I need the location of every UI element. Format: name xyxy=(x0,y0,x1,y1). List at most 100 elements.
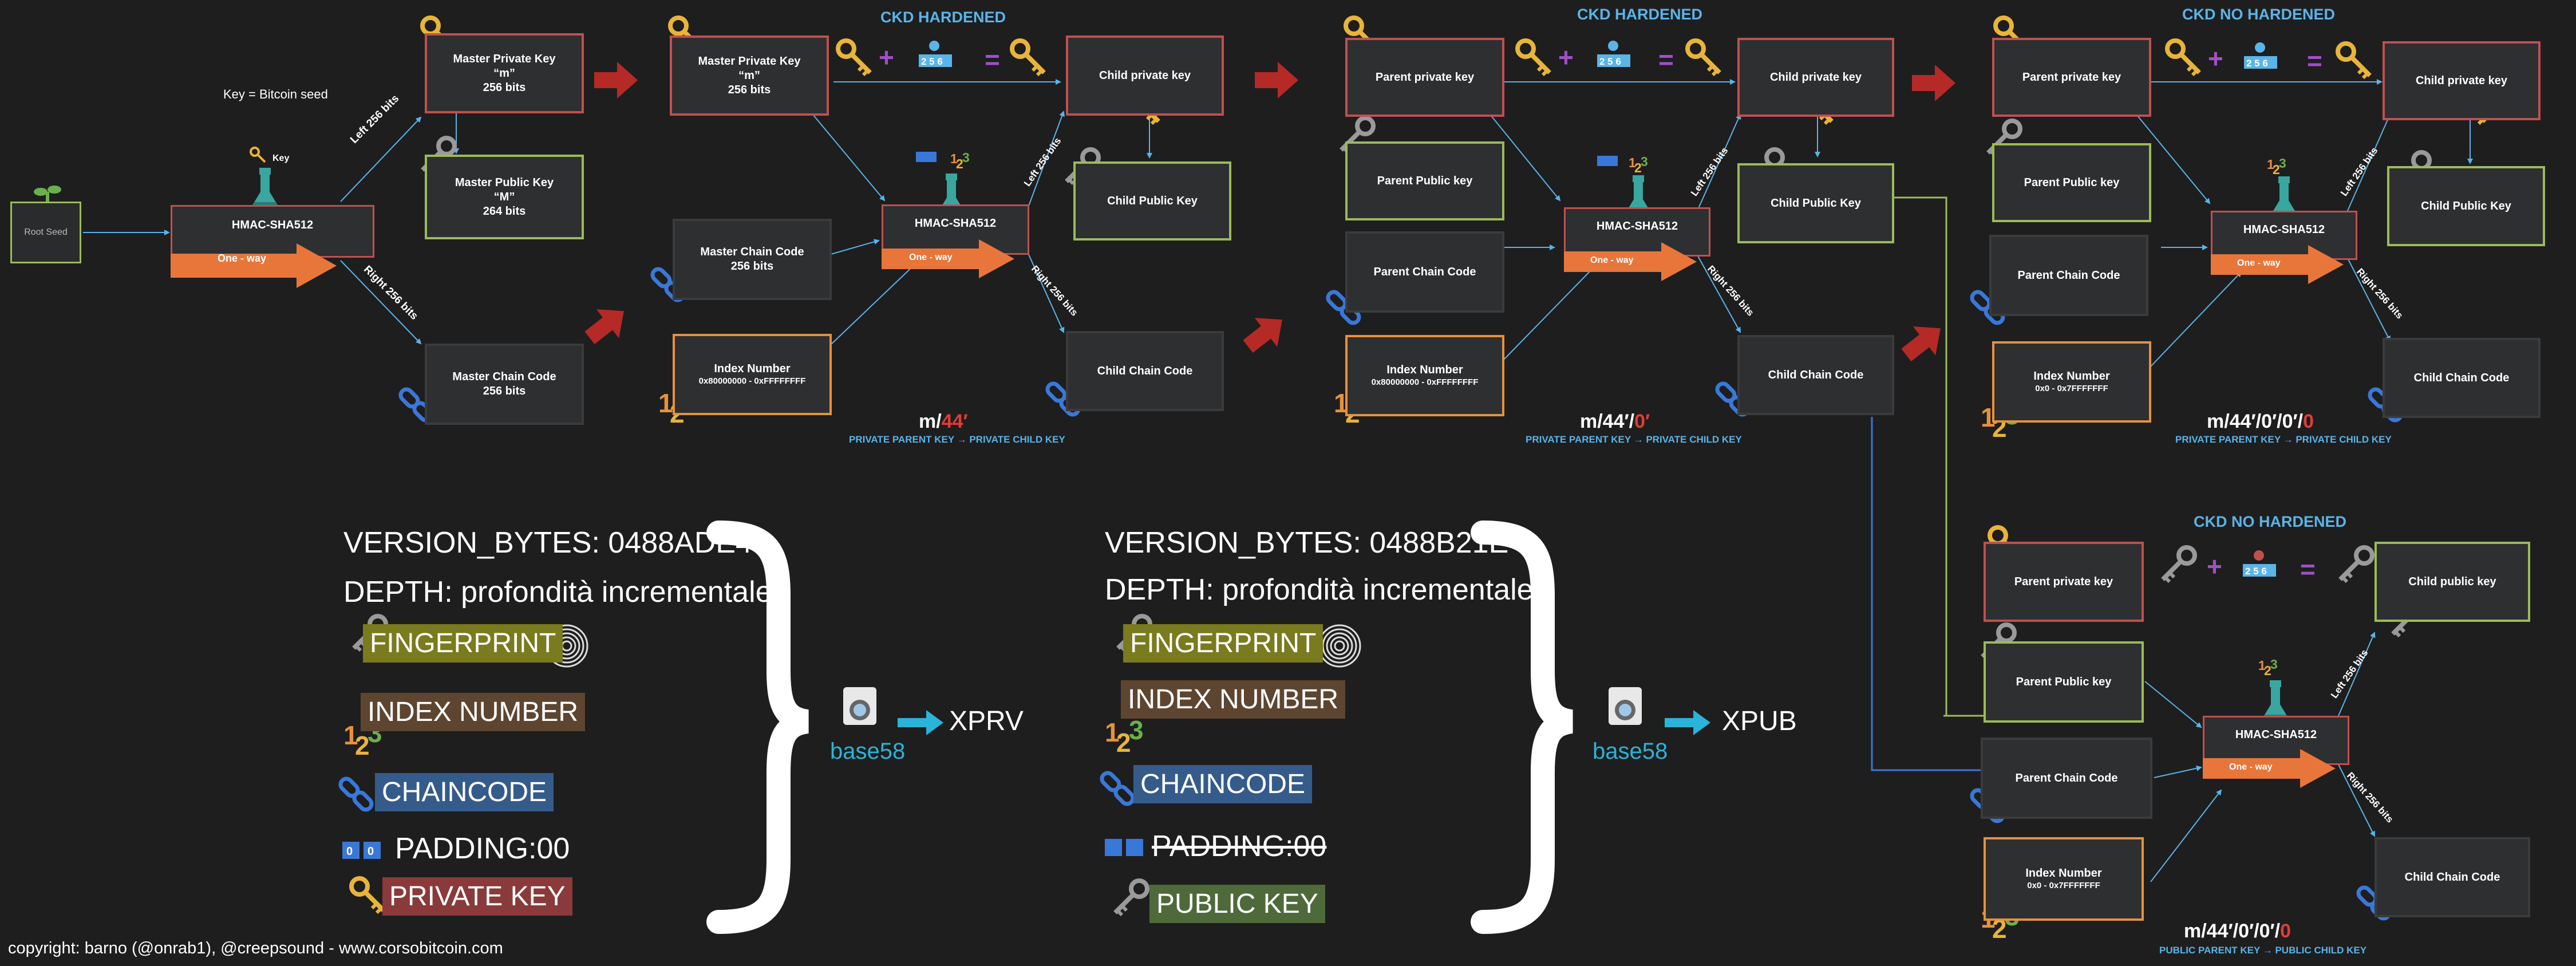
xpub-padding-struck: PADDING:00 xyxy=(1152,830,1327,863)
xprv-chaincode-tag: CHAINCODE xyxy=(375,773,554,811)
b3-child-private-label: Child private key xyxy=(2415,74,2508,87)
icons: + 2 5 6 = + 2 5 6 = xyxy=(34,18,2486,944)
hmac-label: HMAC-SHA512 xyxy=(231,219,314,231)
svg-text:=: = xyxy=(2307,46,2322,76)
path-pub-caption: PUBLIC PARENT KEY → PUBLIC CHILD KEY xyxy=(2159,945,2367,956)
b3-parent-chain-box: Parent Chain Code xyxy=(1989,235,2148,316)
b1-index-range: 0x80000000 - 0xFFFFFFFF xyxy=(698,376,806,387)
one-way-label: One - way xyxy=(218,253,267,264)
master-public-bits: 264 bits xyxy=(483,204,526,218)
b2-child-public-box: Child Public Key xyxy=(1737,163,1894,243)
master-public-symbol: “M” xyxy=(493,190,515,203)
xpub-depth: DEPTH: profondità incrementale xyxy=(1105,573,1534,606)
ckd-hardened-title-1: CKD HARDENED xyxy=(880,9,1006,26)
b4-parent-private-label: Parent private key xyxy=(2014,575,2113,588)
b2-child-chain-label: Child Chain Code xyxy=(1768,368,1864,381)
path-m44-caption: PRIVATE PARENT KEY → PRIVATE CHILD KEY xyxy=(849,434,1065,445)
b4-index-range: 0x0 - 0x7FFFFFFF xyxy=(2027,881,2100,891)
master-private-key-box: Master Private Key“m”256 bits xyxy=(425,33,584,113)
xprv-index-tag: INDEX NUMBER xyxy=(361,693,586,731)
path-m44-0-caption: PRIVATE PARENT KEY → PRIVATE CHILD KEY xyxy=(1526,434,1742,445)
b3-index-title: Index Number xyxy=(2033,370,2110,383)
b3-parent-public-label: Parent Public key xyxy=(2024,176,2120,189)
path-m44-prefix: m/ xyxy=(919,411,942,432)
b3-one-way-arrow xyxy=(2211,245,2344,284)
master-private-symbol: “m” xyxy=(493,66,515,80)
b3-child-chain-label: Child Chain Code xyxy=(2413,371,2510,384)
ckd-hardened-title-2: CKD HARDENED xyxy=(1577,6,1703,23)
b4-one-way-label: One - way xyxy=(2229,762,2273,772)
svg-text:=: = xyxy=(2300,554,2316,584)
xprv-output: XPRV xyxy=(949,706,1024,736)
master-chain-title: Master Chain Code xyxy=(452,370,556,383)
master-private-title: Master Private Key xyxy=(453,52,556,65)
svg-text:=: = xyxy=(985,45,1000,74)
b4-one-way-arrow xyxy=(2203,749,2336,788)
b3-child-chain-box: Child Chain Code xyxy=(2383,338,2541,418)
path-m44: m/44′ xyxy=(919,411,968,433)
b2-parent-chain-box: Parent Chain Code xyxy=(1345,231,1504,313)
xprv-fingerprint-tag: FINGERPRINT xyxy=(363,624,563,663)
b4-parent-chain-label: Parent Chain Code xyxy=(2015,771,2118,784)
b2-parent-public-label: Parent Public key xyxy=(1377,174,1473,187)
b1-hmac-label: HMAC-SHA512 xyxy=(914,217,997,230)
master-public-title: Master Public Key xyxy=(455,176,554,189)
b3-child-public-box: Child Public Key xyxy=(2387,166,2545,246)
svg-text:2 5 6: 2 5 6 xyxy=(921,56,943,67)
b2-parent-private-box: Parent private key xyxy=(1345,38,1504,117)
path-m44-0-prefix: m/44′/ xyxy=(1580,411,1635,432)
xprv-version: VERSION_BYTES: 0488ADE4 xyxy=(343,526,752,559)
master-private-bits: 256 bits xyxy=(483,81,526,94)
ckd-no-hardened-title-4: CKD NO HARDENED xyxy=(2194,513,2347,530)
svg-text:2 5 6: 2 5 6 xyxy=(1599,56,1621,67)
xpub-fingerprint-tag: FINGERPRINT xyxy=(1123,624,1323,663)
b3-hmac-label: HMAC-SHA512 xyxy=(2243,223,2325,236)
svg-text:2 5 6: 2 5 6 xyxy=(2246,58,2268,69)
path-m44-0-0-0: m/44′/0′/0′/0 xyxy=(2207,411,2314,433)
xpub-index-tag: INDEX NUMBER xyxy=(1121,680,1346,719)
b2-child-chain-box: Child Chain Code xyxy=(1737,335,1894,415)
copyright: copyright: barno (@onrab1), @creepsound … xyxy=(8,939,503,957)
b2-child-public-label: Child Public Key xyxy=(1771,196,1861,210)
b2-child-private-label: Child private key xyxy=(1769,70,1862,84)
xprv-private-key-tag: PRIVATE KEY xyxy=(382,877,572,916)
b2-hmac-label: HMAC-SHA512 xyxy=(1596,220,1678,232)
b2-parent-public-box: Parent Public key xyxy=(1345,141,1504,220)
b2-index-title: Index Number xyxy=(1386,364,1463,377)
svg-text:+: + xyxy=(2208,44,2223,73)
b2-one-way-arrow xyxy=(1564,242,1697,281)
b1-child-public-label: Child Public Key xyxy=(1107,194,1198,207)
xpub-chaincode-tag: CHAINCODE xyxy=(1133,765,1313,803)
b1-private-symbol: “m” xyxy=(738,69,760,82)
path-4-prefix: m/44′/0′/0′/ xyxy=(2184,920,2281,942)
xpub-output: XPUB xyxy=(1722,706,1797,736)
b3-index-range: 0x0 - 0x7FFFFFFF xyxy=(2035,384,2108,394)
path-m44-0-suffix: 0′ xyxy=(1634,411,1650,432)
path-4-suffix: 0 xyxy=(2280,920,2291,942)
b2-hmac: HMAC-SHA512 xyxy=(1564,207,1710,257)
xprv-base58-label: base58 xyxy=(830,739,906,764)
b3-parent-private-label: Parent private key xyxy=(2022,70,2121,84)
xpub-base58-label: base58 xyxy=(1593,739,1668,764)
b4-parent-private-box: Parent private key xyxy=(1984,542,2144,622)
b2-parent-private-label: Parent private key xyxy=(1375,70,1475,84)
b1-child-chain-label: Child Chain Code xyxy=(1097,364,1193,377)
b4-child-public-box: Child public key xyxy=(2374,542,2530,622)
svg-text:+: + xyxy=(1558,42,1574,72)
root-seed-box: Root Seed xyxy=(10,202,81,263)
b3-child-public-label: Child Public Key xyxy=(2421,199,2511,212)
b3-one-way-label: One - way xyxy=(2237,258,2281,268)
path-3-suffix: 0 xyxy=(2303,411,2314,432)
root-seed-label: Root Seed xyxy=(24,227,68,237)
path-m44-suffix: 44′ xyxy=(941,411,968,432)
master-public-key-box: Master Public Key“M”264 bits xyxy=(425,155,584,239)
b2-one-way-label: One - way xyxy=(1590,255,1634,265)
hmac-master: HMAC-SHA512 xyxy=(171,205,374,258)
b1-index-title: Index Number xyxy=(714,362,791,376)
one-way-arrow xyxy=(171,243,337,288)
xprv-depth: DEPTH: profondità incrementale xyxy=(343,575,772,609)
b4-child-chain-box: Child Chain Code xyxy=(2374,837,2530,917)
